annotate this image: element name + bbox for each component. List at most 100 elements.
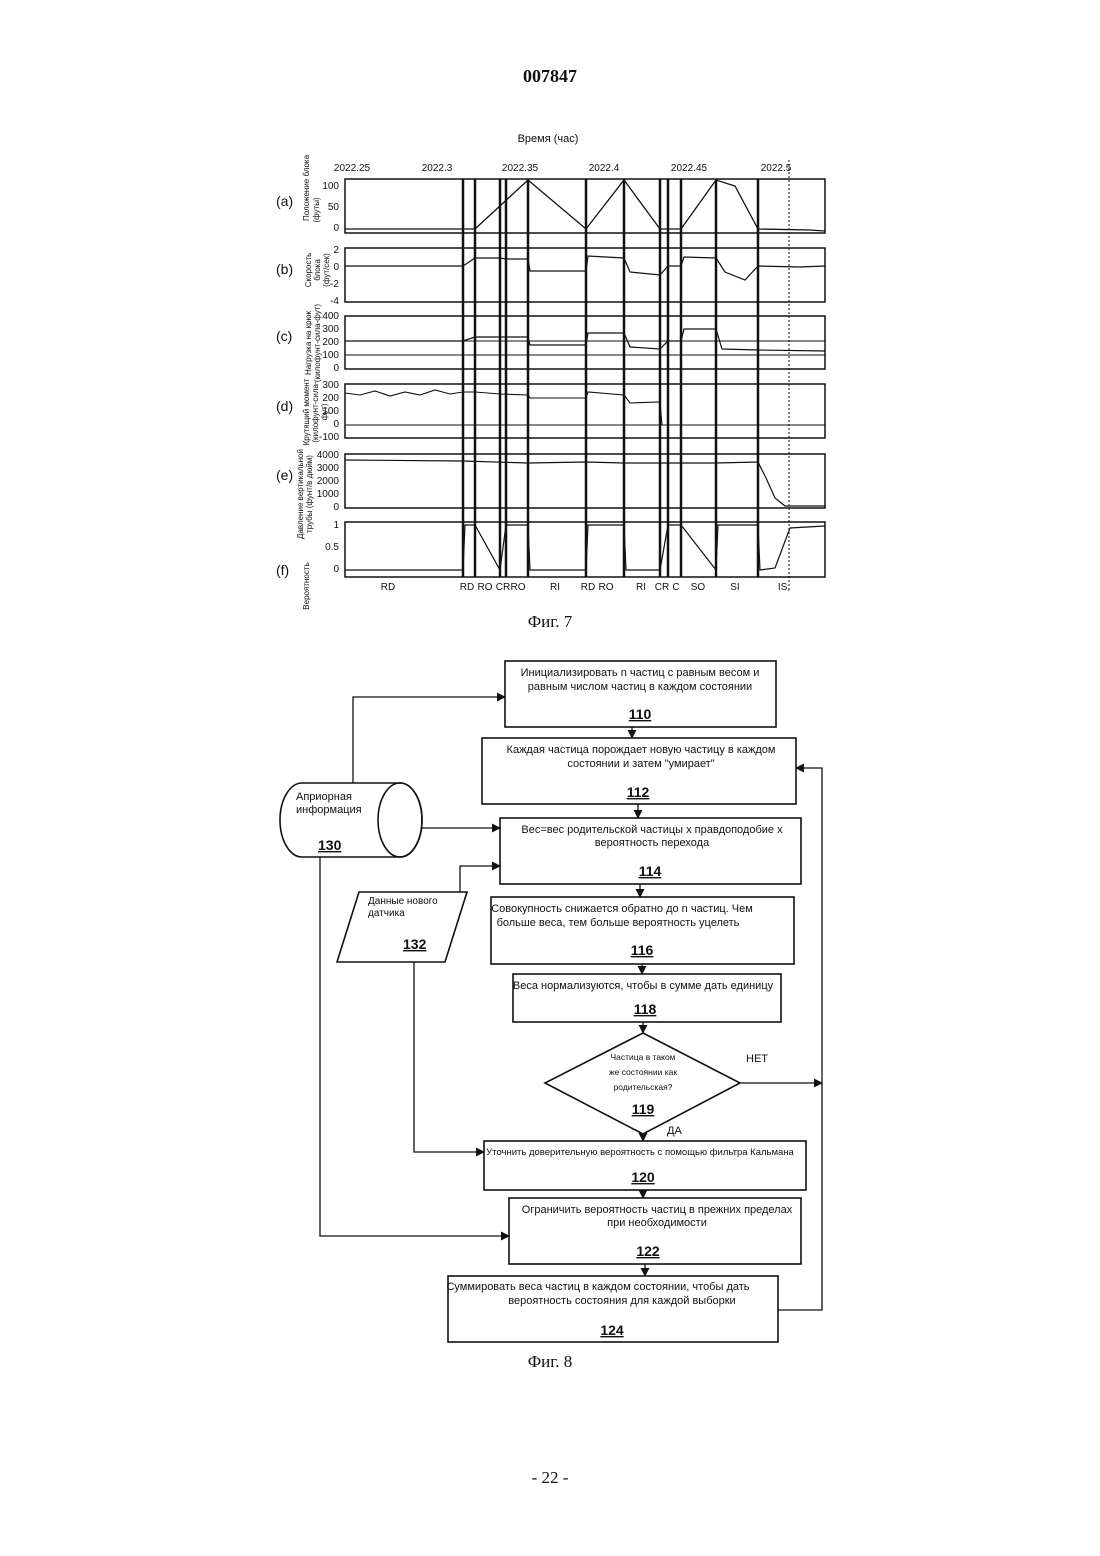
state-label: RD (581, 582, 595, 593)
ytick: 3000 (317, 463, 340, 474)
state-label: C (672, 582, 679, 593)
figure-7: Время (час) 2022.25 2022.3 2022.35 2022.… (0, 0, 1100, 610)
box-116-text-2: больше веса, тем больше вероятность уцел… (497, 917, 740, 929)
box-116-number: 116 (631, 942, 654, 958)
diamond-119-text-1: Частица в таком (610, 1052, 675, 1062)
fig7-time-ticks: 2022.25 2022.3 2022.35 2022.4 2022.45 20… (334, 163, 792, 174)
panel-letter: (e) (276, 467, 293, 483)
state-label: CR (655, 582, 669, 593)
panel-letter: (c) (276, 328, 292, 344)
ytick: 0.5 (325, 542, 339, 553)
ylabel-c-unit: (килофунт-сила-фут) (313, 304, 322, 382)
state-label: RI (636, 582, 646, 593)
box-112-number: 112 (627, 784, 650, 800)
state-label: RI (550, 582, 560, 593)
ytick: 0 (333, 419, 339, 430)
ytick: 0 (333, 223, 339, 234)
box-122-text-1: Ограничить вероятность частиц в прежних … (522, 1204, 793, 1216)
time-tick: 2022.5 (761, 163, 792, 174)
diamond-119-text-3: родительская? (614, 1082, 673, 1092)
ytick: 400 (322, 311, 339, 322)
box-114-text-1: Вес=вес родительской частицы х правдопод… (521, 824, 783, 836)
figure-8: Инициализировать n частиц с равным весом… (0, 640, 1100, 1360)
state-label: RO (599, 582, 614, 593)
ylabel-d-unit: фут) (320, 403, 329, 420)
time-tick: 2022.45 (671, 163, 708, 174)
panel-letter: (a) (276, 193, 293, 209)
ytick: 4000 (317, 450, 340, 461)
cylinder-130-number: 130 (318, 837, 342, 853)
fig8-connectors (320, 697, 822, 1310)
ylabel-c: Нагрузка на крюк (304, 310, 313, 375)
state-label: CR (496, 582, 510, 593)
ytick: 0 (333, 502, 339, 513)
ylabel-d: Крутящий момент (302, 378, 311, 445)
diamond-119-text-2: же состоянии как (609, 1067, 677, 1077)
ytick: 1 (333, 520, 339, 531)
ylabel-a: Положение блока (302, 154, 311, 221)
cylinder-130-text-2: информация (296, 804, 362, 816)
box-120-number: 120 (631, 1169, 655, 1185)
state-label: RO (511, 582, 526, 593)
ylabel-b: Скорость (304, 253, 313, 288)
box-114-text-2: вероятность перехода (595, 837, 710, 849)
state-label: SO (691, 582, 706, 593)
ytick: 200 (322, 337, 339, 348)
ytick: 50 (328, 202, 340, 213)
box-118-number: 118 (634, 1001, 657, 1017)
parallelogram-132-number: 132 (403, 936, 427, 952)
yes-branch-label: ДА (667, 1125, 682, 1137)
ytick: 2000 (317, 476, 340, 487)
box-118-text-1: Веса нормализуются, чтобы в сумме дать е… (513, 980, 774, 992)
panel-letter: (d) (276, 398, 293, 414)
box-124-text-1: Суммировать веса частиц в каждом состоян… (446, 1281, 749, 1293)
fig7-time-title: Время (час) (518, 133, 579, 145)
page-footer: - 22 - (0, 1468, 1100, 1488)
ylabel-d-2: (килофунт-сила- (311, 381, 320, 443)
no-branch-label: НЕТ (746, 1053, 768, 1065)
ytick: -4 (330, 296, 339, 307)
box-122-text-2: при необходимости (607, 1217, 707, 1229)
panel-letter: (f) (276, 562, 289, 578)
state-label: RD (460, 582, 474, 593)
time-tick: 2022.35 (502, 163, 539, 174)
fig7-state-boundaries (463, 179, 758, 577)
box-116-text-1: Совокупность снижается обратно до n част… (491, 903, 753, 915)
state-label: SI (730, 582, 739, 593)
ylabel-e-unit: трубы (фунт/в дюйм) (305, 455, 314, 533)
time-tick: 2022.25 (334, 163, 371, 174)
ylabel-a-unit: (футы) (312, 197, 321, 223)
parallelogram-132-text-1: Данные нового (368, 896, 438, 907)
box-124-text-2: вероятность состояния для каждой выборки (508, 1295, 735, 1307)
fig7-panel-letters: (a) (b) (c) (d) (e) (f) (276, 193, 293, 578)
box-110-number: 110 (629, 706, 652, 722)
box-110-text-2: равным числом частиц в каждом состоянии (528, 681, 752, 693)
state-label: RO (478, 582, 493, 593)
ytick: 100 (322, 181, 339, 192)
state-label: RD (381, 582, 395, 593)
parallelogram-132-text-2: датчика (368, 908, 405, 919)
box-114-number: 114 (639, 863, 662, 879)
ylabel-f: Вероятность (302, 562, 311, 609)
box-110-text-1: Инициализировать n частиц с равным весом… (521, 667, 760, 679)
ylabel-b-unit: (фут/сек) (322, 253, 331, 287)
fig7-caption: Фиг. 7 (0, 612, 1100, 632)
ytick: 200 (322, 393, 339, 404)
ytick: 300 (322, 324, 339, 335)
ytick: 300 (322, 380, 339, 391)
box-124-number: 124 (600, 1322, 624, 1338)
cylinder-130-text-1: Априорная (296, 791, 352, 803)
fig8-caption: Фиг. 8 (0, 1352, 1100, 1372)
fig7-state-labels: RD RD RO CR RO RI RD RO RI CR C SO SI IS… (381, 582, 790, 593)
ytick: 0 (333, 363, 339, 374)
ytick: -100 (319, 432, 339, 443)
ytick: 100 (322, 350, 339, 361)
box-122-number: 122 (636, 1243, 660, 1259)
ytick: 0 (333, 262, 339, 273)
box-112-text-2: состоянии и затем "умирает" (567, 758, 714, 770)
box-120-text-1: Уточнить доверительную вероятность с пом… (486, 1147, 794, 1158)
ytick: 1000 (317, 489, 340, 500)
time-tick: 2022.4 (589, 163, 620, 174)
time-tick: 2022.3 (422, 163, 453, 174)
ytick: -2 (330, 279, 339, 290)
